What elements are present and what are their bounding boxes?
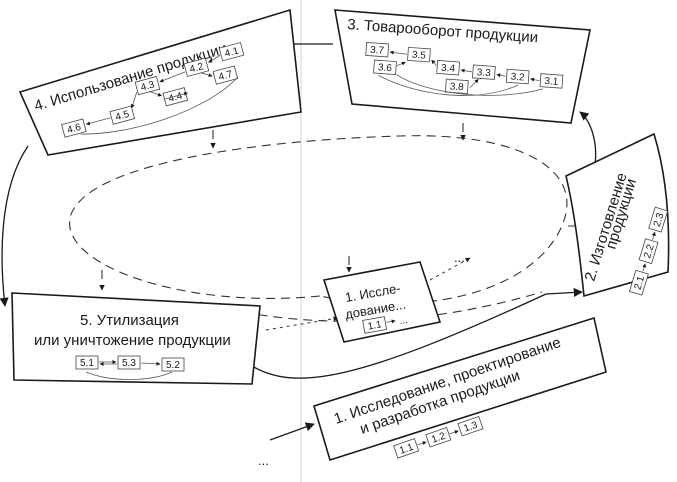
arrow-use-to-disposal bbox=[0, 145, 29, 307]
research-codes: 1.1 1.2 1.3 bbox=[393, 415, 484, 459]
code-box bbox=[457, 415, 484, 437]
use-box bbox=[18, 8, 302, 156]
code-box bbox=[109, 105, 136, 125]
code-box bbox=[628, 269, 649, 296]
code-3-5: 3.5 bbox=[412, 50, 427, 62]
code-box bbox=[472, 64, 496, 80]
code-box bbox=[212, 65, 239, 85]
code-box bbox=[365, 42, 390, 58]
code-box bbox=[407, 46, 431, 63]
code-3-1: 3.1 bbox=[544, 76, 559, 88]
code-2-3: 2.3 bbox=[652, 211, 667, 228]
code-4-7: 4.7 bbox=[217, 69, 234, 83]
stage-trade: 3. Товарооборот продукции 3.7 3.5 3.6 3.… bbox=[334, 9, 591, 124]
code-box bbox=[183, 57, 210, 77]
stage-manufacture: 2. Изготовление продукции 2.1 2.2 2.3 bbox=[565, 132, 670, 298]
link-5-1-5-2 bbox=[85, 371, 173, 380]
disposal-box bbox=[11, 292, 261, 385]
code-box bbox=[218, 42, 245, 62]
code-box bbox=[161, 357, 185, 372]
code-4-3: 4.3 bbox=[140, 79, 157, 93]
research-next-more: ... bbox=[398, 315, 408, 327]
code-4-5: 4.5 bbox=[114, 109, 131, 123]
arrow-into-research bbox=[269, 422, 315, 441]
code-box bbox=[393, 438, 420, 459]
ellipsis-middle: ... bbox=[454, 250, 465, 265]
trade-codes: 3.7 3.5 3.6 3.4 3.8 3.3 3.2 3.1 bbox=[365, 42, 564, 96]
arc-disposal-to-manufacture bbox=[251, 293, 547, 379]
code-box bbox=[444, 78, 469, 95]
code-5-2: 5.2 bbox=[166, 360, 180, 371]
code-box bbox=[117, 355, 141, 370]
code-3-3: 3.3 bbox=[476, 67, 491, 79]
code-box bbox=[425, 427, 452, 448]
stage-research-next: 1. Иссле- дование... 1.1 ... bbox=[322, 261, 442, 343]
dotted-disposal-to-next bbox=[265, 316, 339, 331]
code-box bbox=[362, 316, 388, 334]
research-next-codes: 1.1 ... bbox=[362, 315, 409, 334]
code-4-1: 4.1 bbox=[224, 45, 241, 59]
link-5-3-5-2 bbox=[140, 361, 161, 366]
code-box bbox=[373, 59, 397, 75]
dashed-ellipse bbox=[69, 135, 568, 305]
stage-disposal: 5. Утилизация или уничтожение продукции … bbox=[11, 292, 261, 385]
code-1-3: 1.3 bbox=[462, 420, 479, 435]
code-3-7: 3.7 bbox=[370, 45, 385, 57]
research-box bbox=[313, 316, 607, 462]
code-3-8: 3.8 bbox=[449, 81, 464, 93]
code-box bbox=[75, 355, 99, 370]
code-4-2: 4.2 bbox=[188, 61, 205, 75]
code-2-2: 2.2 bbox=[642, 243, 657, 260]
code-2-1: 2.1 bbox=[633, 274, 648, 291]
code-5-3: 5.3 bbox=[122, 358, 136, 369]
research-next-box bbox=[322, 261, 442, 343]
use-codes: 4.1 4.2 4.7 4.3 4.4 4.5 4.6 bbox=[61, 42, 245, 138]
code-1-2: 1.2 bbox=[430, 431, 447, 446]
stage-use: 4. Использование продукции 4.1 4.2 4.7 4… bbox=[18, 8, 302, 156]
trade-box bbox=[334, 9, 591, 124]
arrow-manufacture-to-trade bbox=[579, 111, 597, 166]
code-box bbox=[648, 206, 669, 233]
code-box bbox=[505, 68, 530, 85]
dotted-next-out bbox=[429, 257, 471, 281]
code-3-2: 3.2 bbox=[510, 72, 525, 84]
arrow-research-to-manufacture bbox=[545, 287, 583, 297]
code-box bbox=[638, 238, 659, 265]
disposal-title-1: 5. Утилизация bbox=[80, 312, 179, 329]
code-box bbox=[539, 73, 564, 89]
ellipsis-bottom: ... bbox=[258, 453, 269, 468]
manufacture-codes: 2.1 2.2 2.3 bbox=[628, 206, 669, 296]
code-5-1: 5.1 bbox=[80, 358, 94, 369]
code-1-1: 1.1 bbox=[398, 442, 415, 457]
code-4-4: 4.4 bbox=[167, 91, 184, 105]
disposal-title-2: или уничтожение продукции bbox=[34, 332, 231, 349]
code-box bbox=[61, 118, 87, 138]
code-box bbox=[134, 75, 161, 96]
code-box bbox=[436, 60, 460, 76]
code-3-6: 3.6 bbox=[378, 62, 393, 74]
code-1-1-next: 1.1 bbox=[367, 319, 383, 332]
code-4-6: 4.6 bbox=[66, 122, 83, 136]
code-3-4: 3.4 bbox=[441, 63, 456, 75]
